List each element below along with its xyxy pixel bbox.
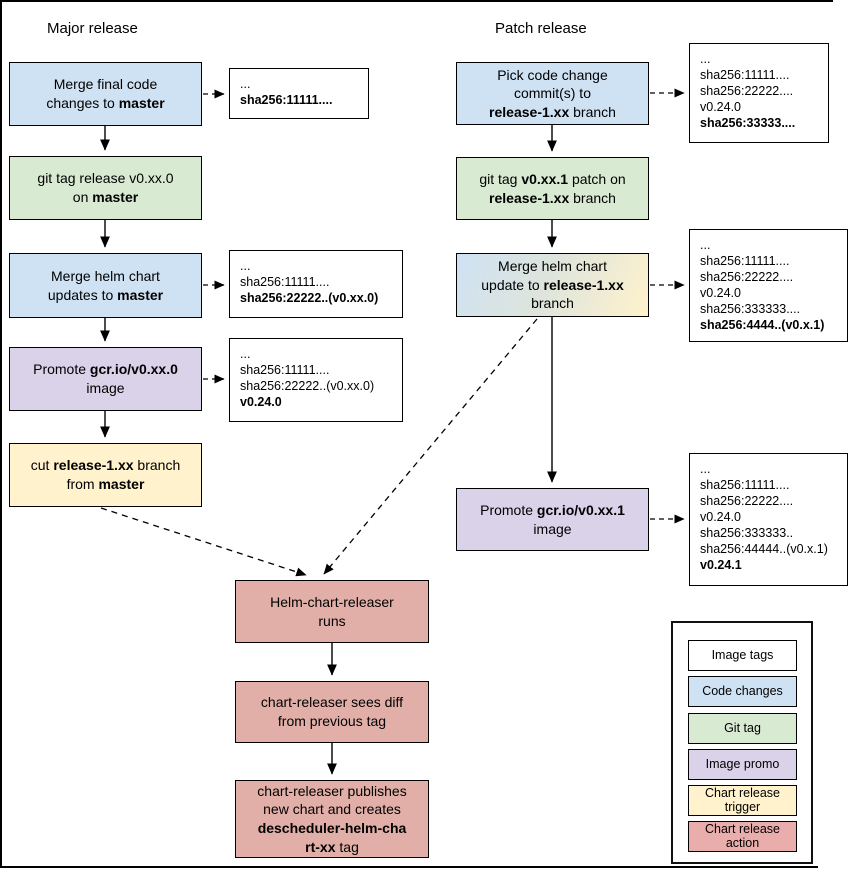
patch-release-title: Patch release	[495, 20, 587, 37]
annotation-patch-image-promo: ...sha256:11111....sha256:22222....v0.24…	[689, 453, 848, 586]
annotation-major-merge-code: ...sha256:11111....	[229, 68, 369, 119]
annotation-patch-helm-update: ...sha256:11111....sha256:22222....v0.24…	[689, 229, 848, 342]
frame-border-left	[0, 0, 2, 868]
annotation-major-image-promo: ...sha256:11111....sha256:22222..(v0.xx.…	[229, 338, 403, 422]
legend-item-git-tag: Git tag	[688, 713, 797, 744]
legend-label: Code changes	[702, 683, 783, 698]
legend-item-chart-release-action: Chart release action	[688, 821, 797, 852]
legend-label: Chart release action	[704, 821, 781, 850]
major-release-title: Major release	[47, 20, 138, 37]
legend-item-code-changes: Code changes	[688, 676, 797, 707]
legend-label: Git tag	[724, 720, 761, 735]
legend-item-image-promo: Image promo	[688, 749, 797, 780]
frame-border-bottom	[0, 866, 818, 868]
annotation-patch-pick-commits: ...sha256:11111....sha256:22222....v0.24…	[689, 43, 829, 143]
legend-label: Image promo	[705, 756, 780, 771]
legend-item-chart-release-trigger: Chart release trigger	[688, 785, 797, 816]
annotation-major-helm-update: ...sha256:11111....sha256:22222..(v0.xx.…	[229, 250, 403, 318]
frame-border-top	[0, 0, 833, 2]
legend-item-image-tags: Image tags	[688, 640, 797, 671]
legend-label: Image tags	[711, 647, 774, 662]
dashed-arrow-cut-branch-to-releaser	[100, 507, 307, 577]
legend-label: Chart release trigger	[704, 785, 781, 814]
dashed-arrow-helm-update-to-releaser	[323, 318, 538, 575]
legend: Image tags Code changes Git tag Image pr…	[671, 621, 813, 864]
